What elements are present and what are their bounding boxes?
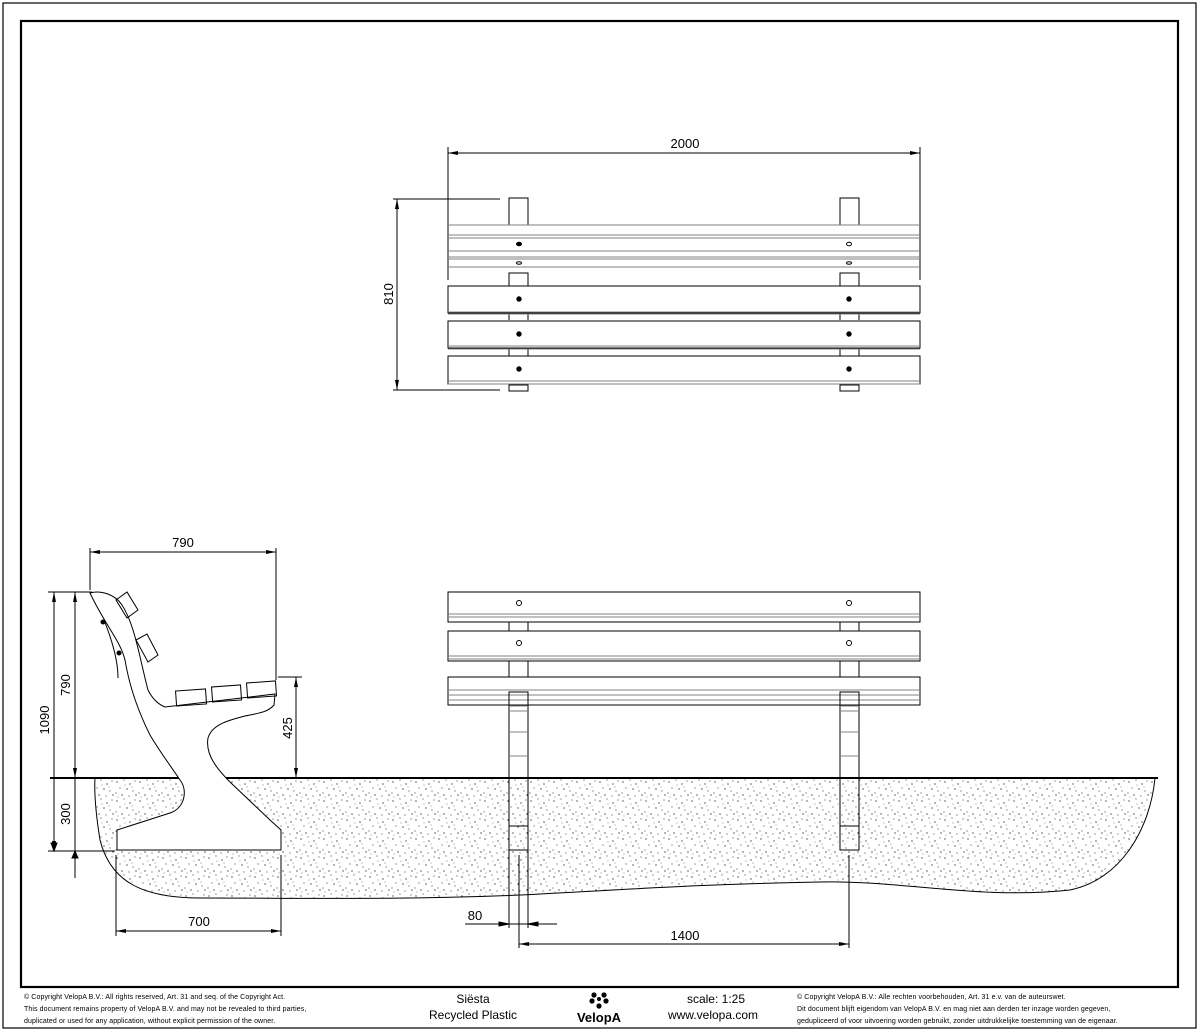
- brand-logo-text: VelopA: [577, 1010, 622, 1025]
- copyright-nl-line-3: gedupliceerd of voor uitvoering worden g…: [797, 1018, 1118, 1025]
- copyright-en-line-1: © Copyright VelopA B.V.: All rights rese…: [24, 993, 285, 1001]
- top-view: [393, 147, 921, 392]
- dim-post-spacing: 1400: [671, 928, 700, 943]
- dim-footing-width: 700: [188, 914, 210, 929]
- inner-frame: [19, 19, 1180, 989]
- copyright-en-line-2: This document remains property of VelopA…: [24, 1006, 306, 1013]
- copyright-nl-line-2: Dit document blijft eigendom van VelopA …: [797, 1006, 1110, 1013]
- product-name: Siësta: [456, 992, 490, 1006]
- side-view: [48, 548, 302, 936]
- drawing-scale: scale: 1:25: [687, 992, 745, 1006]
- velopa-flower-logo-icon: [589, 992, 609, 1009]
- website-link[interactable]: www.velopa.com: [667, 1008, 758, 1022]
- product-material: Recycled Plastic: [429, 1008, 517, 1022]
- dim-side-depth: 790: [172, 535, 194, 550]
- dim-total-height: 1090: [37, 706, 52, 735]
- dim-top-width: 2000: [671, 136, 700, 151]
- copyright-nl-line-1: © Copyright VelopA B.V.: Alle rechten vo…: [797, 993, 1066, 1001]
- copyright-en-line-3: duplicated or used for any application, …: [24, 1018, 275, 1025]
- dim-embed-depth: 300: [58, 803, 73, 825]
- dim-top-depth: 810: [381, 283, 396, 305]
- front-view: [447, 591, 921, 948]
- ground-section: [50, 777, 1158, 899]
- dim-post-width: 80: [468, 908, 482, 923]
- bolt-icons: [516, 241, 852, 372]
- dim-backrest-height: 790: [58, 674, 73, 696]
- dim-seat-height: 425: [280, 717, 295, 739]
- title-block: © Copyright VelopA B.V.: All rights rese…: [24, 992, 1118, 1025]
